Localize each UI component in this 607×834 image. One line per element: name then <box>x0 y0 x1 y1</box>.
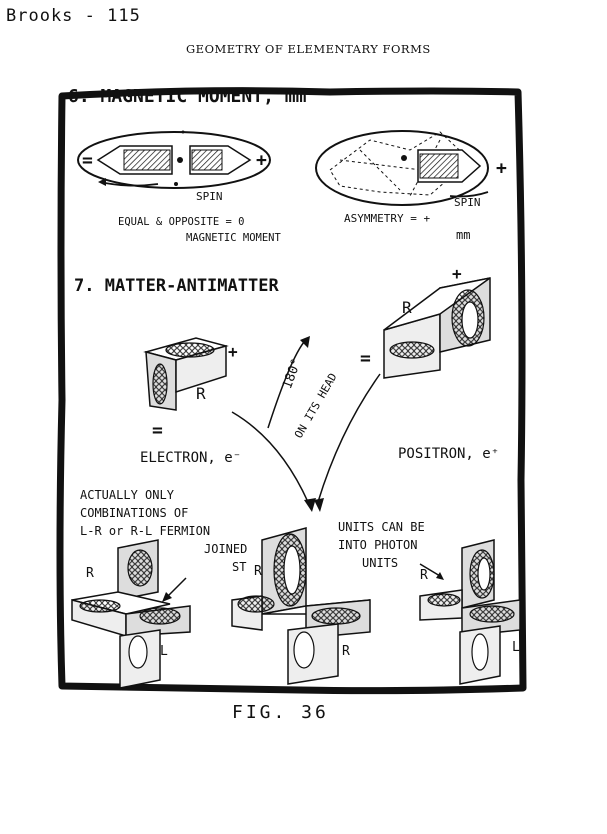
combo-left-R: R <box>86 566 94 581</box>
magnetic-moment-right-diagram <box>315 130 489 206</box>
combo-middle <box>231 527 371 685</box>
note-left-line-3: L-R or R-L FERMION <box>80 524 211 538</box>
positron-block <box>383 277 491 379</box>
combo-left-L: L <box>160 644 168 659</box>
left-caption-1: EQUAL & OPPOSITE = 0 <box>118 216 245 228</box>
magnetic-moment-left-diagram <box>77 130 271 189</box>
left-plus-sign: + <box>256 150 267 171</box>
note-left-line-5: ST <box>232 560 247 574</box>
note-left-line-2: COMBINATIONS OF <box>80 506 189 520</box>
note-right-line-1: UNITS CAN BE <box>338 520 425 534</box>
left-spin-label: SPIN <box>196 190 223 203</box>
positron-equals: = <box>360 348 371 369</box>
left-caption-2: MAGNETIC MOMENT <box>186 232 281 244</box>
combo-right <box>419 539 521 685</box>
electron-block <box>143 337 229 411</box>
right-caption: ASYMMETRY = + <box>344 212 431 225</box>
combo-left <box>71 539 191 689</box>
right-caption-mm: mm <box>456 228 471 242</box>
electron-label: ELECTRON, e⁻ <box>140 450 242 466</box>
left-minus-sign: = <box>82 150 93 171</box>
note-right-line-2: INTO PHOTON <box>338 538 418 552</box>
figure-frame <box>56 87 527 695</box>
figure-caption: FIG. 36 <box>232 702 329 723</box>
electron-equals: = <box>152 420 163 441</box>
electron-R: R <box>196 384 206 403</box>
note-right-line-3: UNITS <box>362 556 399 570</box>
note-left-line-4: JOINED <box>204 542 248 556</box>
page-title: GEOMETRY OF ELEMENTARY FORMS <box>186 42 431 56</box>
arrow-from-positron <box>317 373 381 503</box>
positron-R: R <box>402 298 412 317</box>
section7-heading: 7. MATTER-ANTIMATTER <box>74 276 279 296</box>
combo-mid-R1: R <box>254 564 262 579</box>
arrow-from-electron <box>231 411 309 503</box>
positron-label: POSITRON, e⁺ <box>398 446 500 462</box>
combo-right-L: L <box>512 640 520 655</box>
positron-plus: + <box>452 264 462 283</box>
combo-mid-R2: R <box>342 644 350 659</box>
right-spin-label: SPIN <box>454 196 481 209</box>
brooks-tag: Brooks - 115 <box>6 6 141 26</box>
combo-right-R: R <box>420 568 428 583</box>
electron-plus: + <box>228 342 238 361</box>
rotation-arrow <box>267 341 305 429</box>
section6-heading: 6. MAGNETIC MOMENT, mm <box>68 86 307 107</box>
right-plus-sign: + <box>496 158 507 179</box>
note-left-line-1: ACTUALLY ONLY <box>80 488 174 502</box>
